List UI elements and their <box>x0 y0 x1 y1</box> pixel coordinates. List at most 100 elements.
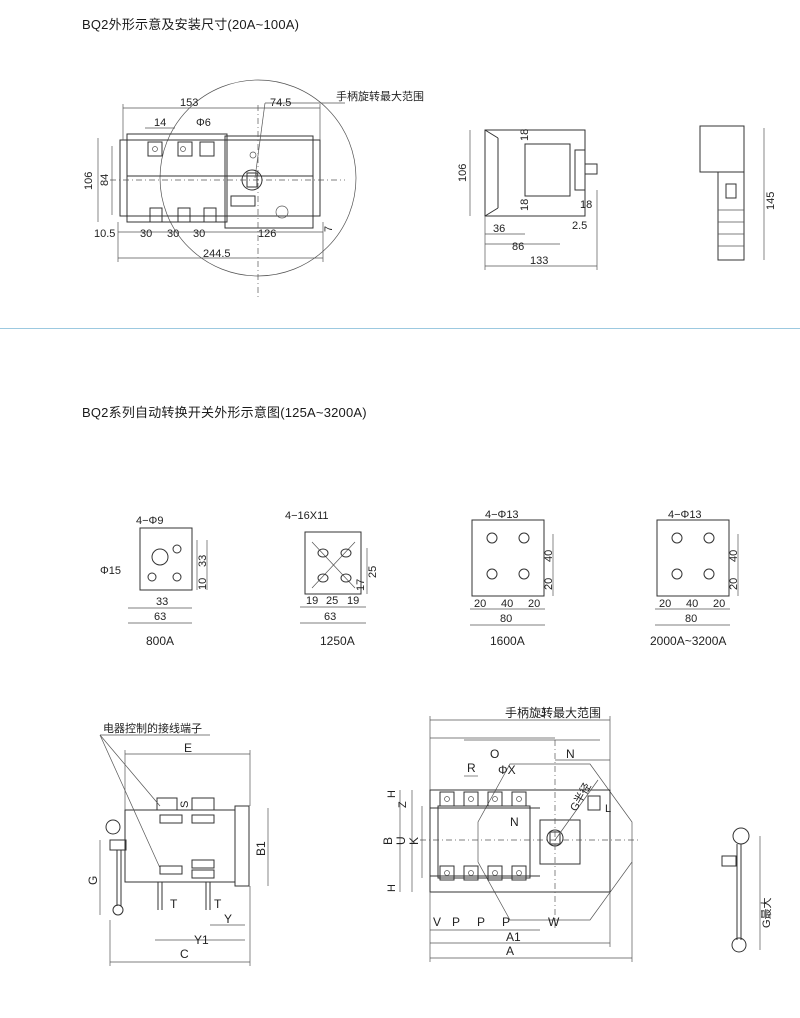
top-dim-2445: 244.5 <box>203 248 231 260</box>
top-side-view: 18 106 18 18 36 2.5 86 133 <box>457 129 598 270</box>
side-dim-25: 2.5 <box>572 220 587 232</box>
bside-label-c: C <box>180 947 189 961</box>
t1600-dim-20v: 20 <box>543 578 555 590</box>
terminal-1250a: 4−16X11 25 17 19 25 19 63 1250A <box>285 510 379 648</box>
bfront-label-g-radius: G半径 <box>566 780 593 813</box>
bfront-label-p3: P <box>502 915 510 929</box>
bottom-side-view: 电器控制的接线端子 E S B1 G T T Y Y1 C <box>86 721 269 966</box>
top-dim-7: 7 <box>323 226 335 232</box>
bhandle-label-gmax: G最大 <box>759 897 773 928</box>
bside-label-g: G <box>86 876 100 885</box>
bside-label-t1: T <box>170 897 178 911</box>
t1600-caption: 1600A <box>490 634 525 648</box>
top-front-view: 153 74.5 14 Φ6 106 84 10.5 30 30 30 126 … <box>83 79 424 300</box>
top-callout: 手柄旋转最大范围 <box>336 89 424 103</box>
bottom-handle-rotation-area <box>477 763 633 921</box>
bfront-label-b: B <box>381 837 395 845</box>
top-dim-745: 74.5 <box>270 97 291 109</box>
side-dim-18c: 18 <box>580 199 592 211</box>
t800-caption: 800A <box>146 634 174 648</box>
t2000-dim-20v: 20 <box>728 578 740 590</box>
bfront-label-j-letter: J <box>540 706 546 720</box>
handle-dim-145: 145 <box>765 192 777 210</box>
t800-dim-10: 10 <box>197 578 209 590</box>
bfront-label-l: L <box>605 803 611 815</box>
bfront-label-phix: ΦX <box>498 763 516 777</box>
bfront-label-h1: H <box>386 790 398 798</box>
bfront-label-v: V <box>433 915 441 929</box>
top-dim-14: 14 <box>154 117 166 129</box>
side-dim-106: 106 <box>457 164 469 182</box>
top-dim-126: 126 <box>258 228 276 240</box>
top-handle-view: 145 <box>699 125 777 261</box>
t2000-dim-40: 40 <box>686 598 698 610</box>
top-dim-105: 10.5 <box>94 228 115 240</box>
terminal-2000a: 4−Φ13 40 20 20 40 20 80 2000A~3200A <box>650 509 740 648</box>
section-divider <box>0 328 800 329</box>
t800-dim-33b: 33 <box>197 555 209 567</box>
t800-dim-63: 63 <box>154 611 166 623</box>
bfront-label-a1: A1 <box>506 930 521 944</box>
section-title-top: BQ2外形示意及安装尺寸(20A~100A) <box>82 17 300 32</box>
t800-dim-holes: 4−Φ9 <box>136 515 163 527</box>
bside-label-b1: B1 <box>254 841 268 856</box>
t2000-dim-20a: 20 <box>659 598 671 610</box>
t1250-dim-19b: 19 <box>347 595 359 607</box>
bside-label-s: S <box>179 801 191 808</box>
t1600-dim-40v: 40 <box>543 550 555 562</box>
bfront-label-u: U <box>394 836 408 845</box>
top-dim-84: 84 <box>99 174 111 186</box>
t2000-dim-40v: 40 <box>728 550 740 562</box>
bside-callout: 电器控制的接线端子 <box>103 721 202 735</box>
bfront-label-p1: P <box>452 915 460 929</box>
t2000-dim-80: 80 <box>685 613 697 625</box>
side-dim-18b: 18 <box>519 199 531 211</box>
bottom-front-view: 手柄旋转最大范围 J O N R ΦX H Z G半径 L B U K N H … <box>381 705 640 962</box>
terminal-800a: 4−Φ9 Φ15 33 10 33 63 800A <box>100 515 209 648</box>
bfront-label-r: R <box>467 761 476 775</box>
t2000-dim-20b: 20 <box>713 598 725 610</box>
terminal-1600a: 4−Φ13 40 20 20 40 20 80 1600A <box>470 509 555 648</box>
top-dim-30a: 30 <box>140 228 152 240</box>
bfront-label-n2: N <box>510 815 519 829</box>
bfront-label-a: A <box>506 944 514 958</box>
t2000-caption: 2000A~3200A <box>650 634 726 648</box>
top-dim-30b: 30 <box>167 228 179 240</box>
top-dim-30c: 30 <box>193 228 205 240</box>
t1600-dim-80: 80 <box>500 613 512 625</box>
top-dim-153: 153 <box>180 97 198 109</box>
bside-label-e: E <box>184 741 192 755</box>
t1250-dim-25b: 25 <box>326 595 338 607</box>
top-dim-phi6: Φ6 <box>196 117 211 129</box>
t1600-dim-holes: 4−Φ13 <box>485 509 519 521</box>
t1250-dim-63: 63 <box>324 611 336 623</box>
bfront-label-h2: H <box>386 884 398 892</box>
t1250-caption: 1250A <box>320 634 355 648</box>
side-dim-36: 36 <box>493 223 505 235</box>
bfront-label-z: Z <box>397 801 409 808</box>
bfront-label-w: W <box>548 915 560 929</box>
side-dim-18a: 18 <box>519 129 531 141</box>
t2000-dim-holes: 4−Φ13 <box>668 509 702 521</box>
side-dim-133: 133 <box>530 255 548 267</box>
t800-dim-33a: 33 <box>156 596 168 608</box>
bside-label-t2: T <box>214 897 222 911</box>
bfront-label-k: K <box>407 837 421 845</box>
bfront-label-p2: P <box>477 915 485 929</box>
t1600-dim-20a: 20 <box>474 598 486 610</box>
bfront-label-o: O <box>490 747 499 761</box>
bside-label-y: Y <box>224 912 232 926</box>
t1600-dim-40: 40 <box>501 598 513 610</box>
t1250-dim-19a: 19 <box>306 595 318 607</box>
bfront-label-j: 手柄旋转最大范围 <box>505 705 601 720</box>
side-dim-86: 86 <box>512 241 524 253</box>
top-dim-106: 106 <box>83 172 95 190</box>
t1250-dim-17: 17 <box>355 579 367 591</box>
t1250-dim-25: 25 <box>367 566 379 578</box>
t1600-dim-20b: 20 <box>528 598 540 610</box>
bottom-handle-view: G最大 <box>721 827 773 953</box>
t800-dim-phi15: Φ15 <box>100 565 121 577</box>
bfront-label-n: N <box>566 747 575 761</box>
bside-label-y1: Y1 <box>194 933 209 947</box>
